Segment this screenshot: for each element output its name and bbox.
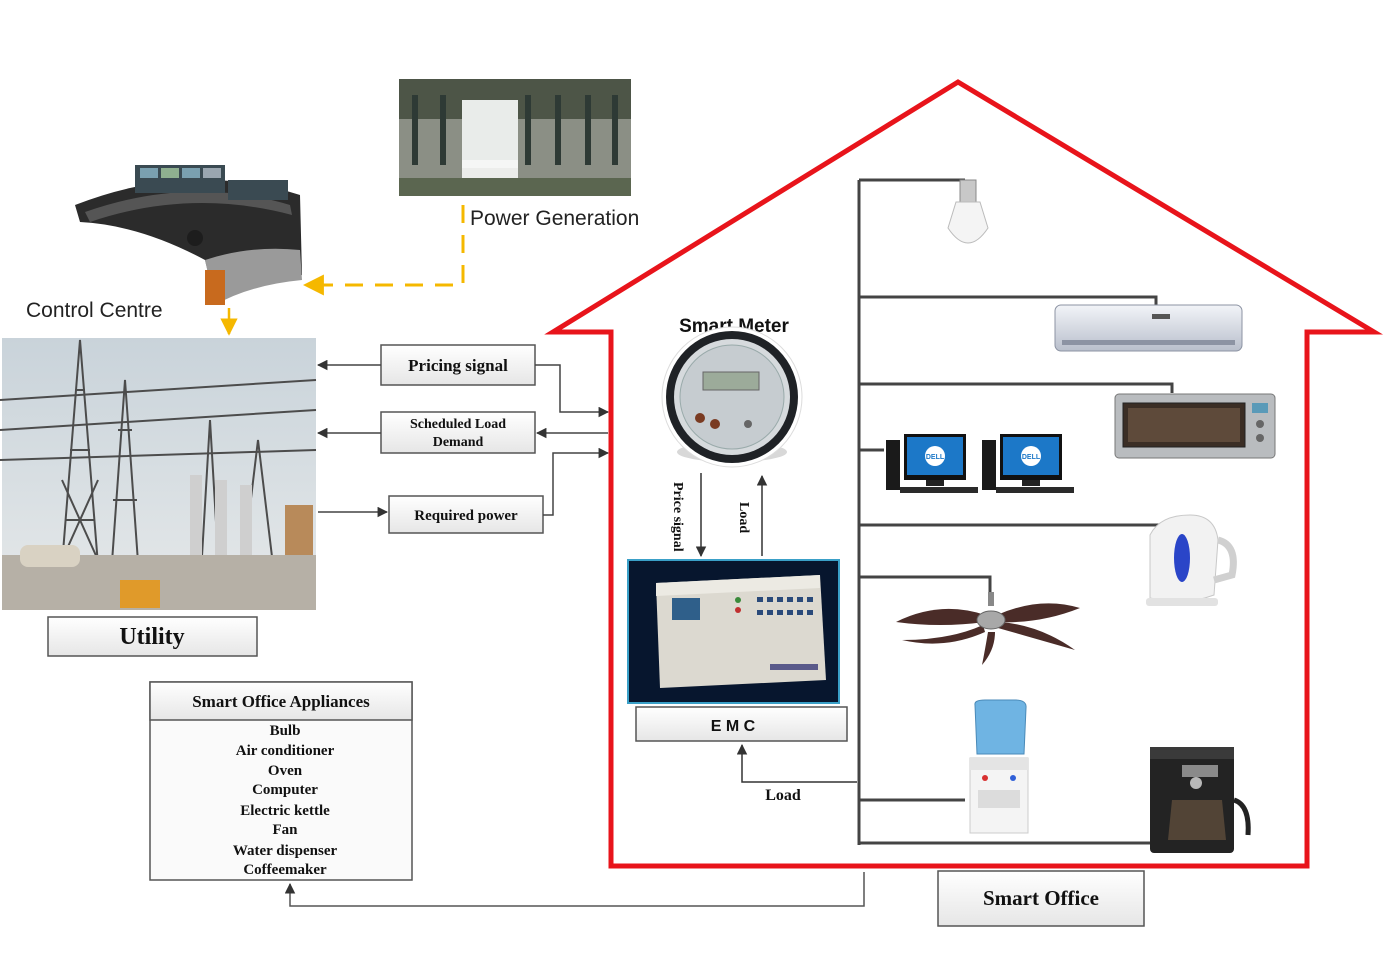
appliance-item-oven: Oven <box>268 763 303 779</box>
pricing-signal-label: Pricing signal <box>408 356 508 375</box>
air-conditioner-image <box>1054 304 1243 352</box>
computer-1-brand: DELL <box>926 454 945 461</box>
smart-meter-image <box>661 326 803 468</box>
appliance-item-bulb: Bulb <box>270 723 301 739</box>
scheduled-load-label-line1: Scheduled Load <box>410 417 506 432</box>
bulb-image <box>947 179 989 244</box>
appliance-item-coffeemaker: Coffeemaker <box>243 862 327 878</box>
dam-image <box>399 79 631 196</box>
oven-image <box>1114 393 1276 459</box>
water-dispenser-image <box>969 699 1029 834</box>
required-power-label: Required power <box>414 508 518 524</box>
electric-kettle-image <box>1146 514 1237 606</box>
substation-image <box>0 338 317 610</box>
appliance-item-air-conditioner: Air conditioner <box>236 743 335 759</box>
computer-2-brand: DELL <box>1022 454 1041 461</box>
fan-image <box>896 592 1080 665</box>
emc-label: E M C <box>711 718 756 735</box>
computer-image: DELL DELL <box>886 434 1074 493</box>
scheduled-load-label-line2: Demand <box>433 435 484 450</box>
appliance-item-computer: Computer <box>252 782 318 798</box>
power-generation-label: Power Generation <box>470 207 639 230</box>
appliances-box-title: Smart Office Appliances <box>192 692 370 711</box>
scheduled-load-box <box>380 411 536 454</box>
office-to-appliances-arrow <box>284 872 865 907</box>
price-signal-label: Price signal <box>670 482 685 552</box>
control-centre-image <box>75 165 302 305</box>
smart-office-house-outline <box>544 79 1384 869</box>
control-centre-label: Control Centre <box>26 299 163 322</box>
appliances-list-box <box>149 681 413 881</box>
load-vertical-label: Load <box>736 502 751 533</box>
emc-image <box>627 559 840 704</box>
appliance-item-water-dispenser: Water dispenser <box>233 843 338 859</box>
signal-arrows <box>316 359 610 518</box>
appliance-item-electric-kettle: Electric kettle <box>240 803 330 819</box>
smart-office-label: Smart Office <box>983 886 1099 910</box>
utility-box <box>47 616 258 657</box>
emc-box <box>635 706 848 742</box>
coffeemaker-image <box>1150 747 1251 853</box>
bus-to-emc-arrow <box>736 743 857 783</box>
load-emc-label: Load <box>765 787 801 804</box>
appliance-bus-wiring <box>857 178 1174 845</box>
utility-label: Utility <box>119 624 184 650</box>
smart-office-box <box>937 870 1145 927</box>
required-power-box <box>388 495 544 534</box>
generation-to-control-arrow <box>302 205 465 296</box>
appliance-item-fan: Fan <box>272 822 298 838</box>
